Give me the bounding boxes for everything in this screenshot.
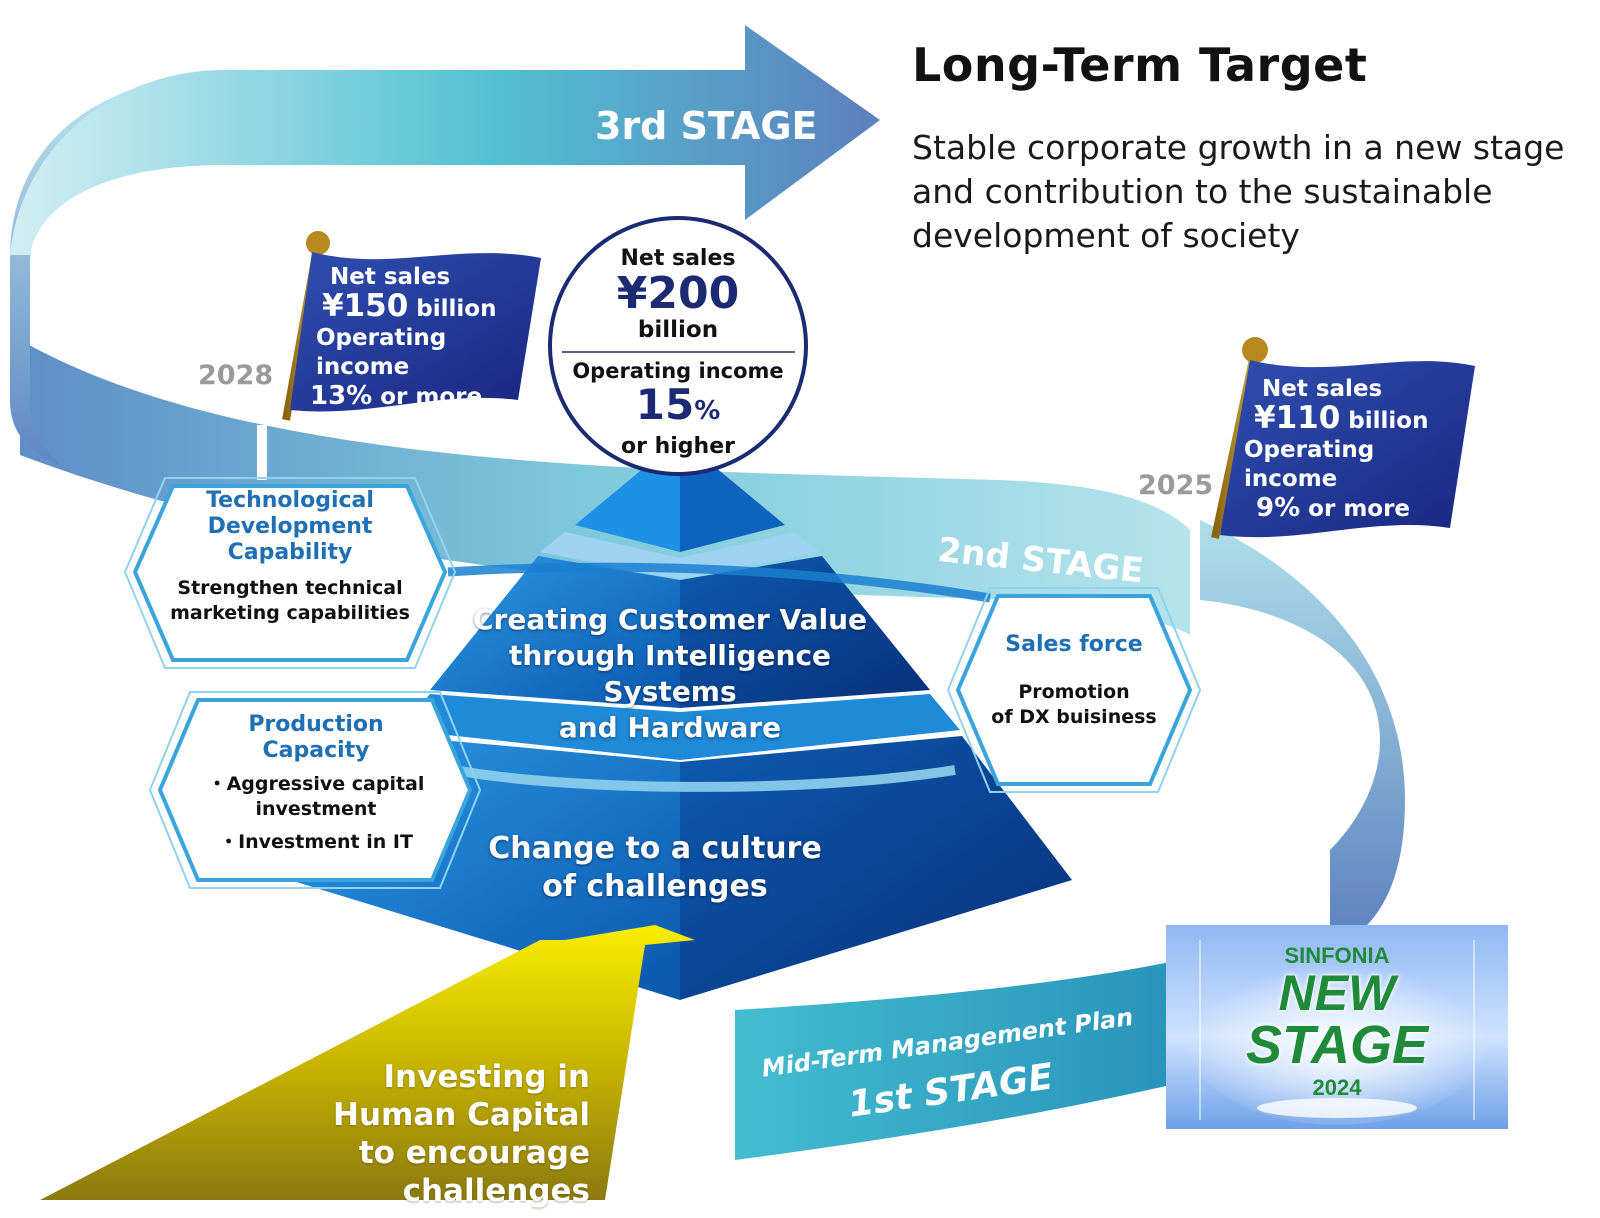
pyramid [290,438,1072,1000]
hexagon-production: Production Capacity ・Aggressive capital … [176,712,456,855]
year-2028: 2028 [198,360,274,391]
logo-year: 2024 [1312,1075,1362,1100]
long-term-tagline: Stable corporate growth in a new stage a… [912,128,1565,255]
pyramid-base-text: Change to a culture of challenges [488,831,822,904]
logo-stage: STAGE [1245,1015,1428,1075]
hexagon-sales-body: Promotion of DX buisiness [991,681,1157,728]
hexagon-sales-title: Sales force [1005,632,1143,657]
long-term-sales: Net sales ¥200 billion [616,246,740,343]
hexagon-tech-body: Strengthen technical marketing capabilit… [170,577,410,624]
stage-3-label: 3rd STAGE [595,104,818,148]
ribbon-right-curve [1200,520,1405,950]
ribbon-top-arrow [10,25,880,255]
pyramid-middle-text: Creating Customer Value through Intellig… [473,603,867,744]
hexagon-tech-frame [123,477,457,669]
hexagon-production-title: Production Capacity [248,712,384,763]
logo-new: NEW [1278,965,1396,1021]
year-2025: 2025 [1138,470,1214,501]
hexagon-production-body: ・Aggressive capital investment ・Investme… [207,773,425,853]
long-term-income: Operating income 15% or higher [572,359,784,459]
flag-2028 [290,252,541,412]
human-capital-text: Investing in Human Capital to encourage … [333,1059,590,1209]
logo-brand: SINFONIA [1284,943,1390,968]
human-capital-arrow [40,925,695,1200]
target-2025-text: Net sales ¥110 billion Operating income … [1244,376,1429,523]
flag-knob-2028 [306,231,330,255]
hexagon-sales: Sales force Promotion of DX buisiness [968,632,1180,730]
long-term-circle [548,216,808,476]
hexagon-production-frame [148,691,482,889]
hexagon-tech: Technological Development Capability Str… [150,488,430,626]
flag-knob-2025 [1242,337,1268,363]
target-2028-text: Net sales ¥150 billion Operating income … [310,264,497,411]
ribbon-back-band [20,340,1200,640]
new-stage-logo: SINFONIA NEW STAGE 2024 [1166,925,1508,1129]
page-title: Long-Term Target [912,38,1368,92]
hexagon-sales-frame [946,587,1202,793]
flag-2025 [1220,360,1475,538]
hexagon-tech-title: Technological Development Capability [206,488,374,565]
